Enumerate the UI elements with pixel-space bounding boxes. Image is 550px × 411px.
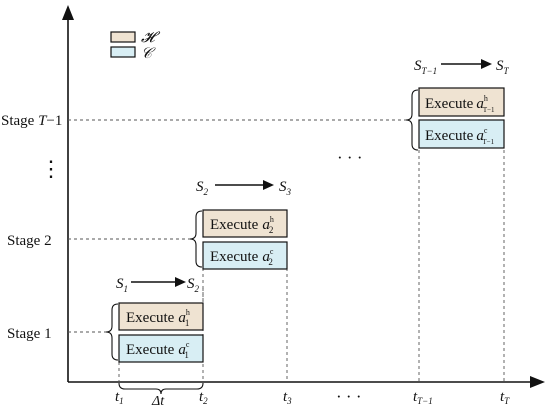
- c-box: [118, 334, 204, 363]
- from-state-label: S2: [196, 179, 209, 197]
- from-state-label: ST−1: [414, 58, 437, 76]
- state-transition-T-1: ST−1 ST: [414, 58, 510, 76]
- tick-label-t3: t3: [283, 389, 292, 406]
- c-box: [202, 241, 288, 270]
- axes: [62, 5, 545, 388]
- delta-t-label: Δt: [151, 394, 165, 409]
- h-box: [202, 209, 288, 238]
- time-guides: [118, 150, 505, 382]
- state-transition-1: S1 S2: [116, 276, 200, 294]
- middle-ellipsis: · · ·: [337, 148, 362, 167]
- transition-arrowhead: [175, 277, 186, 287]
- tick-label-tT-1: tT−1: [413, 389, 433, 406]
- stage-label-T-1: Stage T−1: [1, 113, 62, 129]
- to-state-label: S2: [187, 276, 200, 294]
- delta-t-brace: [118, 382, 204, 395]
- stage-vertical-dots: ⋮: [40, 156, 62, 181]
- legend-h-swatch: [110, 31, 136, 43]
- stage-label-1: Stage 1: [7, 326, 52, 342]
- stage-2-brace: [189, 210, 203, 268]
- time-tick-labels: t1 t2 t3 · · · tT−1 tT: [115, 387, 510, 406]
- stage-guides: [68, 119, 408, 333]
- x-axis-arrowhead: [530, 376, 545, 388]
- to-state-label: ST: [496, 58, 510, 76]
- transition-arrowhead: [263, 180, 274, 190]
- to-state-label: S3: [279, 179, 292, 197]
- stage-label-2: Stage 2: [7, 233, 52, 249]
- transition-arrowhead: [481, 59, 492, 69]
- stage-labels: Stage 1 Stage 2 Stage T−1 ⋮: [1, 113, 62, 342]
- tick-label-t2: t2: [199, 389, 208, 406]
- stage-T-1-brace: [405, 89, 419, 151]
- stage-1-brace: [105, 303, 119, 361]
- from-state-label: S1: [116, 276, 128, 294]
- y-axis-arrowhead: [62, 5, 74, 20]
- h-box: [418, 87, 505, 117]
- legend-h-label: 𝓗: [141, 30, 161, 46]
- tick-axis-dots: · · ·: [336, 387, 361, 406]
- c-box: [418, 119, 505, 149]
- tick-label-tT: tT: [500, 389, 510, 406]
- delta-t-bracket: Δt: [118, 382, 204, 409]
- legend-c-swatch: [110, 46, 136, 58]
- h-box: [118, 302, 204, 331]
- legend: 𝓗 𝒞: [110, 30, 161, 62]
- legend-c-label: 𝒞: [141, 46, 156, 62]
- state-transition-2: S2 S3: [196, 179, 292, 197]
- tick-label-t1: t1: [115, 389, 124, 406]
